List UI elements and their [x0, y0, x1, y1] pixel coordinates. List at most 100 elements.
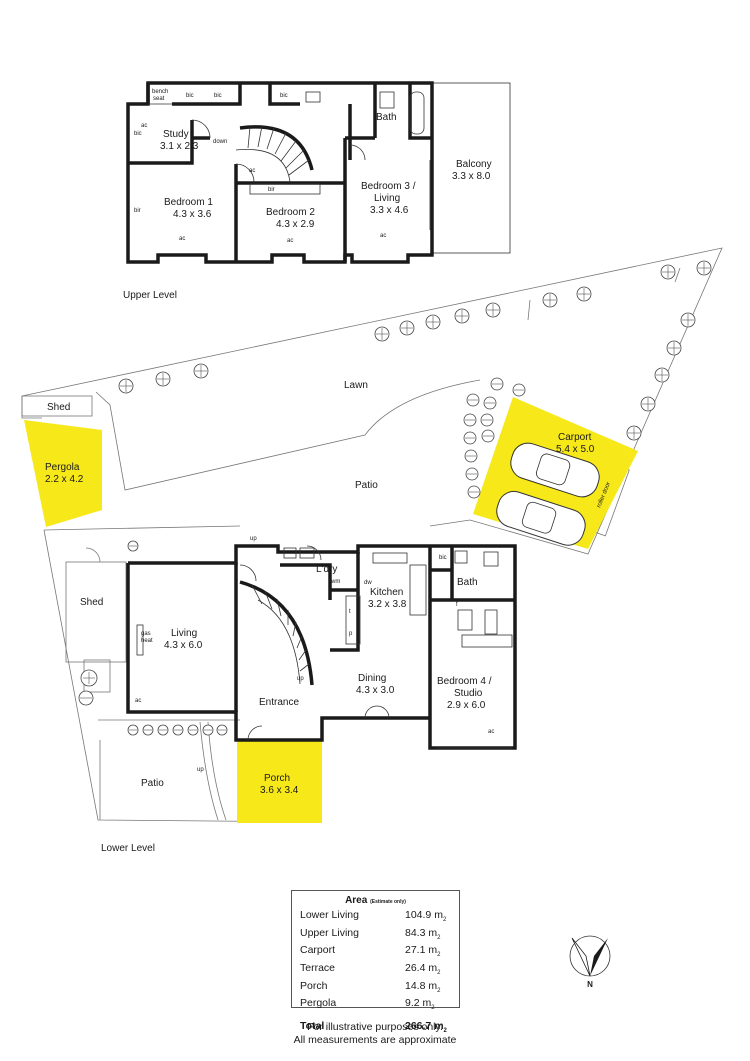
tree-icon: [187, 724, 199, 736]
study-name: Study: [163, 129, 189, 140]
tree-icons: [78, 260, 712, 736]
study-door[interactable]: [191, 119, 211, 139]
tree-icon: [480, 413, 494, 427]
upper-shower: [379, 91, 395, 109]
disclaimer-line-2: All measurements are approximate: [293, 1034, 457, 1046]
balcony-name: Balcony: [456, 159, 492, 170]
lower-interior-walls: [234, 546, 515, 712]
shed-top-outline: [21, 395, 93, 417]
bedroom3-name-1: Bedroom 3 /: [361, 181, 416, 192]
ac-label-2: ac: [249, 168, 255, 174]
upper-stair-curve: [239, 125, 314, 171]
lower-shower: [483, 551, 499, 567]
tree-icon: [202, 724, 214, 736]
living-name: Living: [171, 628, 197, 639]
balcony-dim: 3.3 x 8.0: [452, 171, 491, 182]
lower-stair-inner: [257, 599, 301, 685]
tree-icon: [490, 377, 504, 391]
area-title: Area (Estimate only): [300, 895, 451, 906]
dining-name: Dining: [358, 673, 386, 684]
compass-icon: N: [569, 935, 611, 989]
lower-ac-label-2: ac: [488, 729, 494, 735]
cooktop-studio: [457, 609, 473, 631]
up-label-1: up: [250, 536, 257, 542]
bir-label-1: bir: [134, 208, 141, 214]
carport-dim: 5.4 x 5.0: [556, 444, 595, 455]
tree-icon: [542, 292, 558, 308]
tree-icon: [374, 326, 390, 342]
tree-icon: [640, 396, 656, 412]
tree-icon: [660, 264, 676, 280]
area-subtitle: (Estimate only): [370, 899, 406, 905]
sink-studio: [484, 609, 498, 635]
bedroom2-name: Bedroom 2: [266, 207, 315, 218]
bedroom4-name-2: Studio: [454, 688, 483, 699]
tree-icon: [483, 396, 497, 410]
tree-icon: [481, 429, 495, 443]
compass-letter: N: [587, 980, 593, 989]
bedroom4-name-1: Bedroom 4 /: [437, 676, 492, 687]
tree-icon: [463, 431, 477, 445]
disclaimer: For illustrative purposes only. All meas…: [250, 1021, 500, 1047]
pergola-name: Pergola: [45, 462, 80, 473]
area-row-value: 84.3 m2: [405, 926, 441, 941]
t-label: t: [349, 609, 351, 615]
laundry-name: L'dry: [316, 564, 337, 575]
ac-label-1: ac: [141, 123, 147, 129]
bedroom3-door[interactable]: [349, 144, 366, 161]
lower-basin-2: [299, 547, 315, 559]
shed-top-label: Shed: [47, 402, 70, 413]
porch-door[interactable]: [247, 725, 263, 741]
lower-stair-treads: [251, 584, 310, 672]
porch-area: [237, 740, 322, 823]
kitchen-name: Kitchen: [370, 587, 403, 598]
ac-label-4: ac: [287, 238, 293, 244]
area-row-value: 27.1 m2: [405, 944, 441, 959]
tree-icon: [80, 669, 98, 687]
laundry-door[interactable]: [306, 545, 322, 561]
tree-icon: [680, 312, 696, 328]
tree-icon: [466, 393, 480, 407]
tree-icon: [696, 260, 712, 276]
tree-icon: [464, 449, 478, 463]
gas-heater: [136, 624, 144, 656]
dining-dim: 4.3 x 3.0: [356, 685, 395, 696]
area-row-value: 14.8 m2: [405, 979, 441, 994]
f-label: f: [456, 602, 458, 608]
porch-dim: 3.6 x 3.4: [260, 785, 299, 796]
down-label: down: [213, 139, 227, 145]
bedroom3-name-2: Living: [374, 193, 400, 204]
tree-icon: [216, 724, 228, 736]
area-row-value: 9.2 m2: [405, 997, 435, 1012]
bedroom3-dim: 3.3 x 4.6: [370, 205, 409, 216]
tree-icon: [127, 724, 139, 736]
p-label: p: [349, 631, 353, 637]
lawn-label: Lawn: [344, 380, 368, 391]
bedroom2-door[interactable]: [235, 163, 255, 183]
tree-icon: [463, 413, 477, 427]
entrance-name: Entrance: [259, 697, 299, 708]
bedroom1-dim: 4.3 x 3.6: [173, 209, 212, 220]
tree-icon: [78, 690, 94, 706]
patio-bottom-label: Patio: [141, 778, 164, 789]
area-row-label: Terrace: [300, 962, 336, 975]
robe-bir: [249, 183, 321, 195]
bir-label-2: bir: [268, 187, 275, 193]
tree-icon: [399, 320, 415, 336]
tree-icon: [157, 724, 169, 736]
bedroom2-dim: 4.3 x 2.9: [276, 219, 315, 230]
kitchen-island: [345, 595, 361, 645]
dining-french-door[interactable]: [364, 705, 390, 719]
entrance-door[interactable]: [239, 564, 257, 582]
tree-icon: [576, 286, 592, 302]
porch-name: Porch: [264, 773, 290, 784]
gas-label-2: heat: [141, 638, 153, 644]
area-title-text: Area: [345, 895, 368, 906]
upper-interior-walls: [128, 83, 432, 262]
shed-door[interactable]: [85, 547, 101, 563]
